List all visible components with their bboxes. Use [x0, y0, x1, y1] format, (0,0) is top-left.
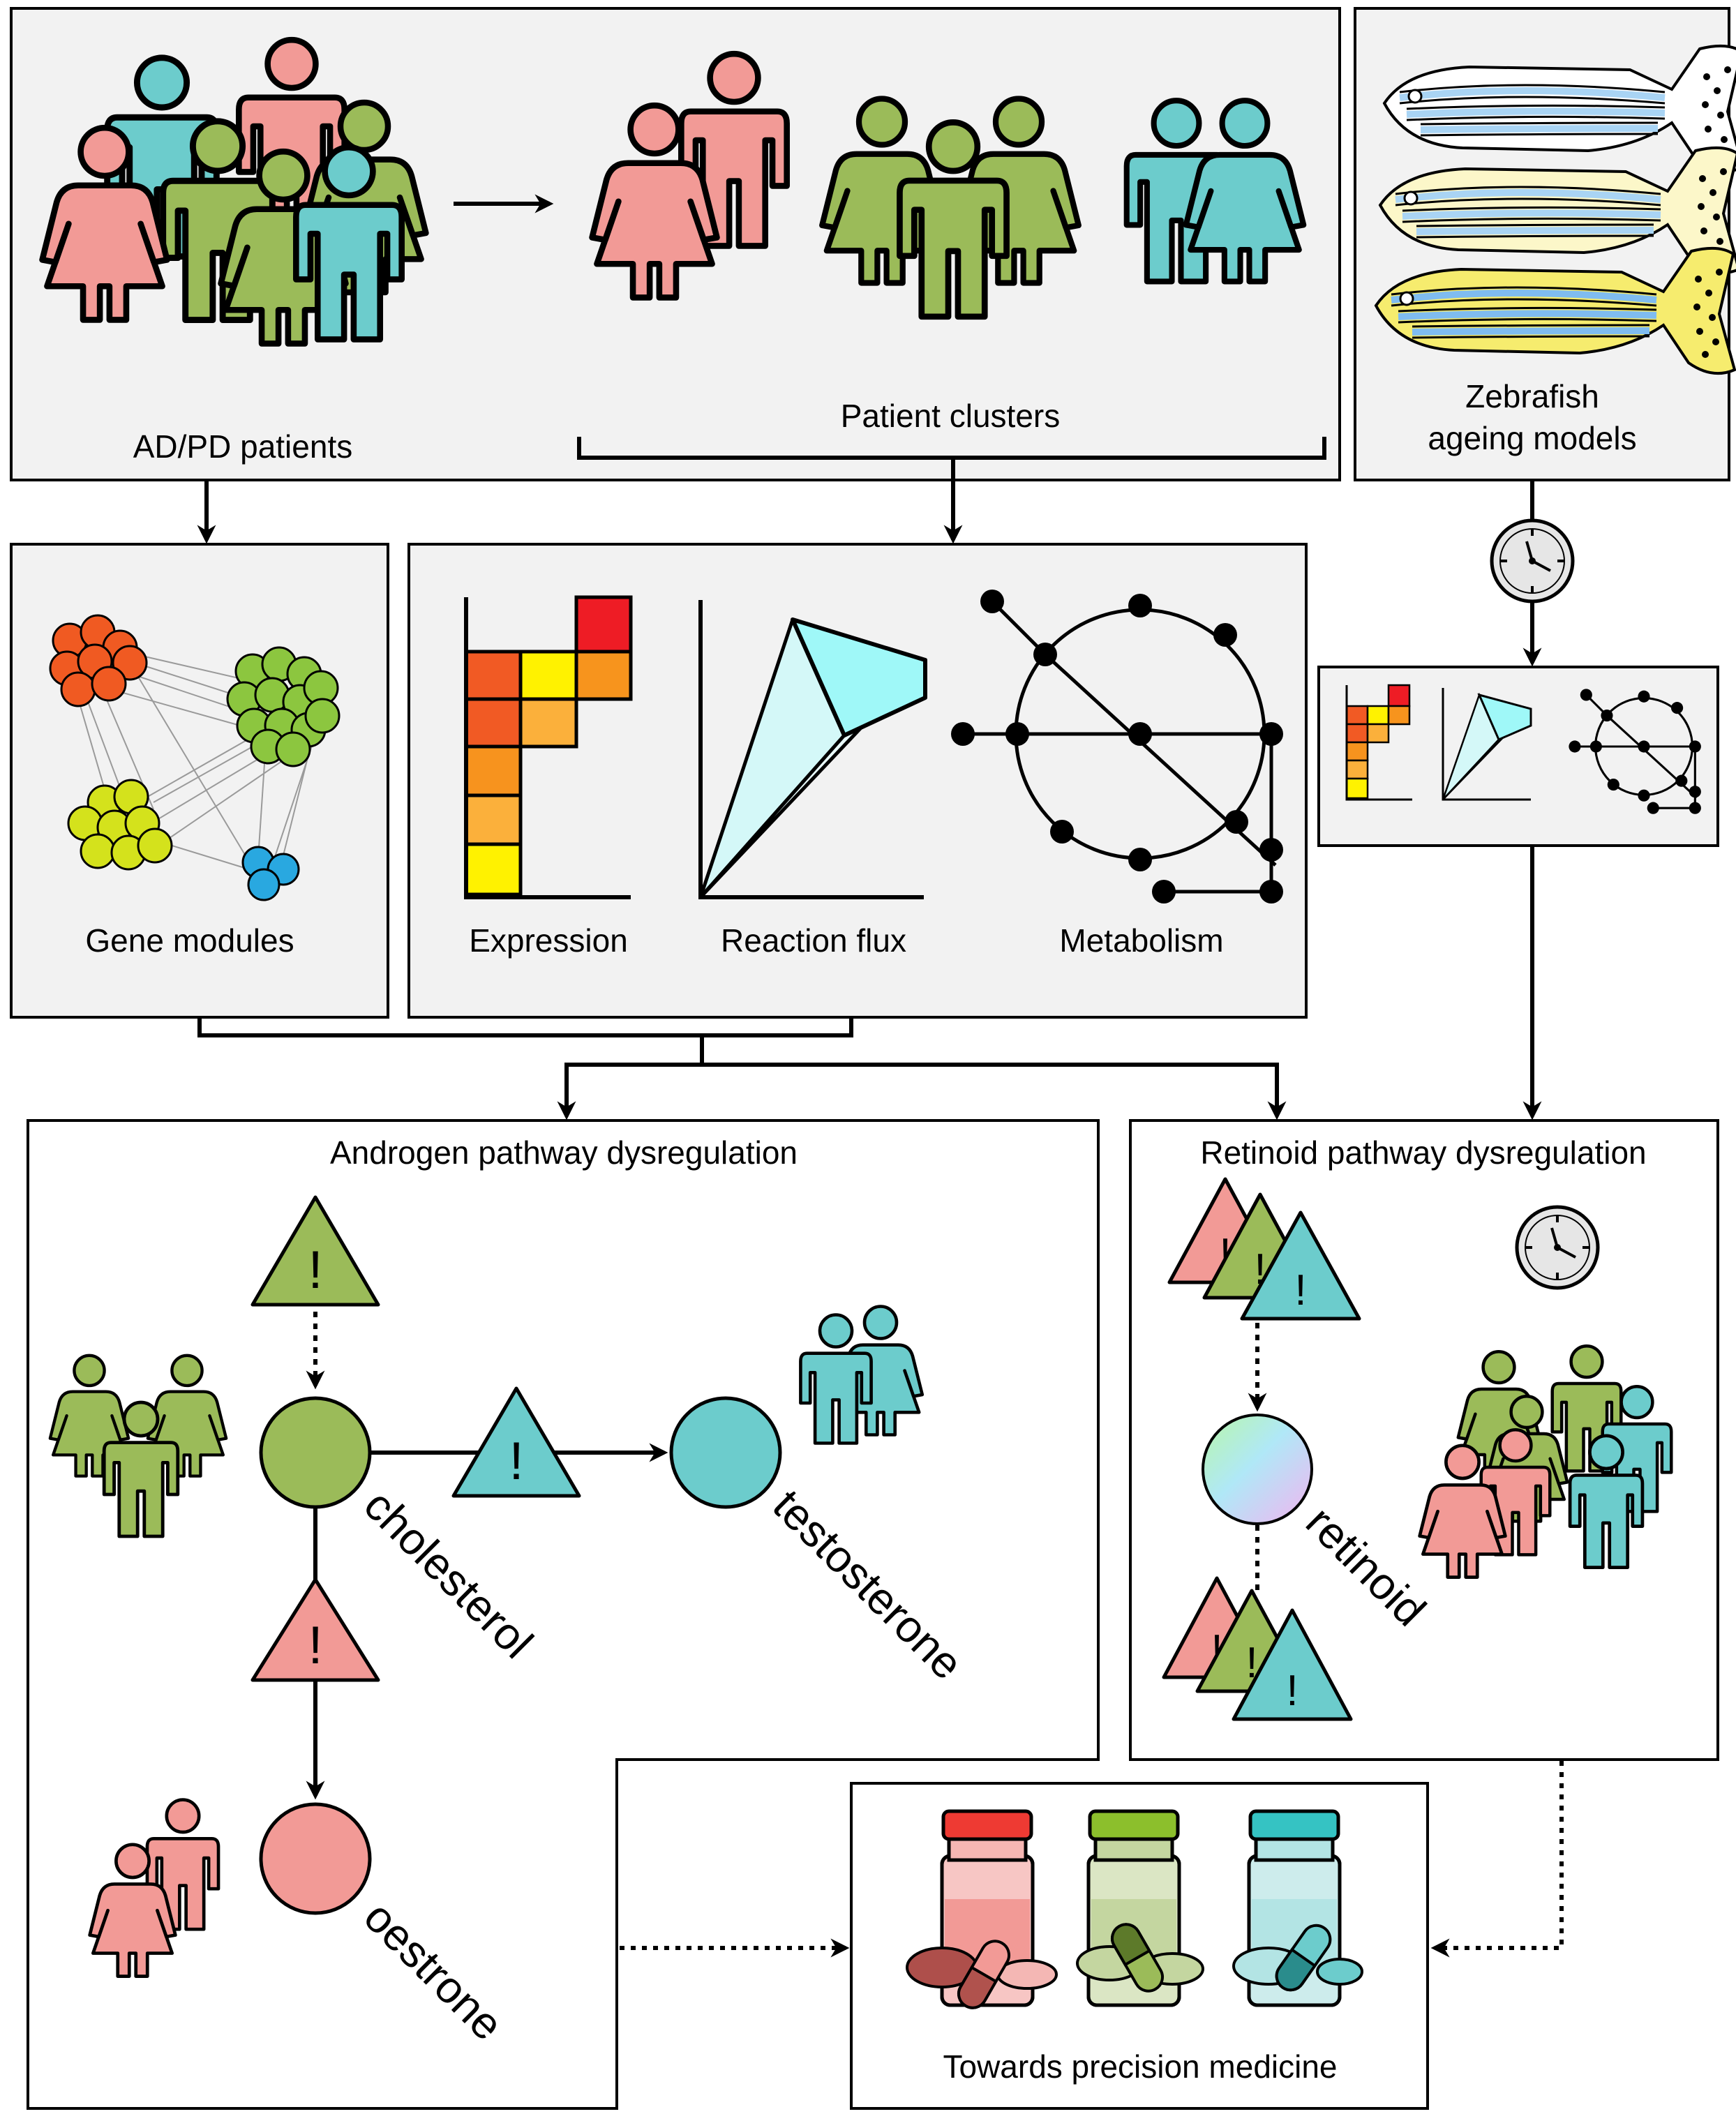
module-green — [226, 646, 341, 767]
omics-panel — [407, 543, 1308, 1019]
warning-stack-bottom: ! ! ! — [1162, 1576, 1353, 1721]
module-yellow — [67, 779, 173, 871]
clock-icon — [1490, 518, 1575, 604]
testosterone-node — [669, 1396, 782, 1509]
zebrafish-label-1: Zebrafish — [1465, 378, 1599, 414]
module-orange — [49, 614, 148, 707]
zebrafish-label-2: ageing models — [1428, 420, 1636, 456]
connectors — [197, 458, 1542, 1120]
pills-red — [906, 1940, 1058, 2009]
gene-modules-label: Gene modules — [85, 922, 294, 959]
svg-text:!: ! — [1286, 1667, 1298, 1715]
androgen-title: Androgen pathway dysregulation — [330, 1134, 798, 1171]
zebrafish-omics-panel — [1317, 666, 1719, 847]
dotted-connectors — [620, 1761, 1564, 1958]
gene-modules-panel — [10, 543, 389, 1019]
clock-icon — [1515, 1205, 1600, 1290]
metabolism-label: Metabolism — [1059, 922, 1223, 959]
warning-stack-top: ! ! ! — [1167, 1177, 1361, 1321]
heatmap-icon — [464, 595, 633, 899]
flux-cone-icon — [698, 600, 927, 899]
retinoid-title: Retinoid pathway dysregulation — [1200, 1134, 1646, 1171]
zebrafish-icon — [1378, 146, 1736, 275]
warning-icon: ! — [250, 1577, 380, 1682]
oestrone-node — [259, 1802, 372, 1915]
svg-text:!: ! — [509, 1432, 523, 1491]
warning-icon: ! — [451, 1386, 581, 1498]
module-blue — [241, 846, 300, 901]
warning-icon: ! — [250, 1195, 380, 1307]
cholesterol-node — [259, 1396, 372, 1509]
expression-label: Expression — [469, 922, 628, 959]
patients-label: AD/PD patients — [133, 428, 352, 465]
mini-heatmap-icon — [1345, 684, 1412, 801]
svg-text:!: ! — [1294, 1266, 1306, 1314]
svg-text:!: ! — [308, 1616, 322, 1675]
gene-modules-network — [49, 614, 341, 901]
mini-flux-cone-icon — [1442, 688, 1532, 801]
pills-green — [1076, 1923, 1204, 1993]
clusters-label: Patient clusters — [841, 398, 1060, 434]
svg-text:!: ! — [1245, 1639, 1257, 1687]
zebrafish-icon — [1382, 44, 1736, 173]
reaction-flux-label: Reaction flux — [721, 922, 906, 959]
svg-text:!: ! — [308, 1240, 322, 1300]
retinoid-node — [1202, 1414, 1313, 1525]
mini-network-icon — [1569, 689, 1701, 814]
network-icon — [951, 590, 1283, 904]
warning-icon: ! — [1240, 1210, 1361, 1321]
precision-label: Towards precision medicine — [943, 2048, 1337, 2085]
zebrafish-icon — [1374, 246, 1736, 375]
pills-teal — [1232, 1924, 1363, 1992]
zebrafish-group — [1374, 44, 1736, 375]
warning-icon: ! — [1232, 1608, 1353, 1721]
